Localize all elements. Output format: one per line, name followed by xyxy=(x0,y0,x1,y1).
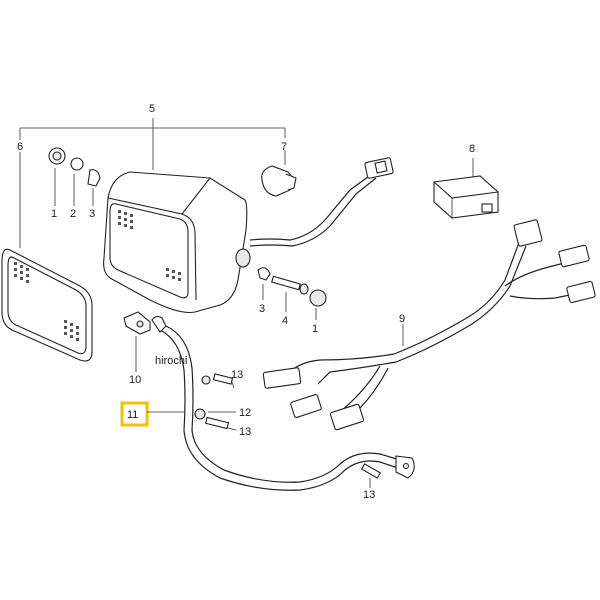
callout-9: 9 xyxy=(399,313,405,325)
highlight-box xyxy=(120,401,149,427)
callout-13-lower: 13 xyxy=(239,426,251,438)
callout-8: 8 xyxy=(469,143,475,155)
callout-13-right: 13 xyxy=(363,489,375,501)
screws-and-spacers xyxy=(194,373,382,488)
small-fittings-top xyxy=(48,147,101,206)
watermark: hirochi xyxy=(155,355,187,367)
headlight-housing-part xyxy=(103,171,251,314)
callout-4: 4 xyxy=(282,315,288,327)
callout-3-middle: 3 xyxy=(259,303,265,315)
bracket-part xyxy=(123,311,151,372)
callout-6: 6 xyxy=(17,141,23,153)
callout-5: 5 xyxy=(149,103,155,115)
callout-7: 7 xyxy=(281,141,287,153)
callout-2: 2 xyxy=(70,208,76,220)
callout-12: 12 xyxy=(239,407,251,419)
small-fittings-middle xyxy=(257,267,327,320)
callout-13-upper: 13 xyxy=(231,369,243,381)
callout-11: 11 xyxy=(127,409,138,421)
callout-10: 10 xyxy=(129,374,141,386)
earth-lead-cable-part xyxy=(151,315,415,491)
lens-part xyxy=(1,248,93,362)
callout-1-top: 1 xyxy=(51,208,57,220)
callout-bracket xyxy=(19,118,286,248)
callout-1-middle: 1 xyxy=(312,323,318,335)
bulb-part xyxy=(249,157,394,247)
relay-part xyxy=(433,158,499,219)
wiring-harness-part xyxy=(262,219,596,431)
callout-3-top: 3 xyxy=(89,208,95,220)
